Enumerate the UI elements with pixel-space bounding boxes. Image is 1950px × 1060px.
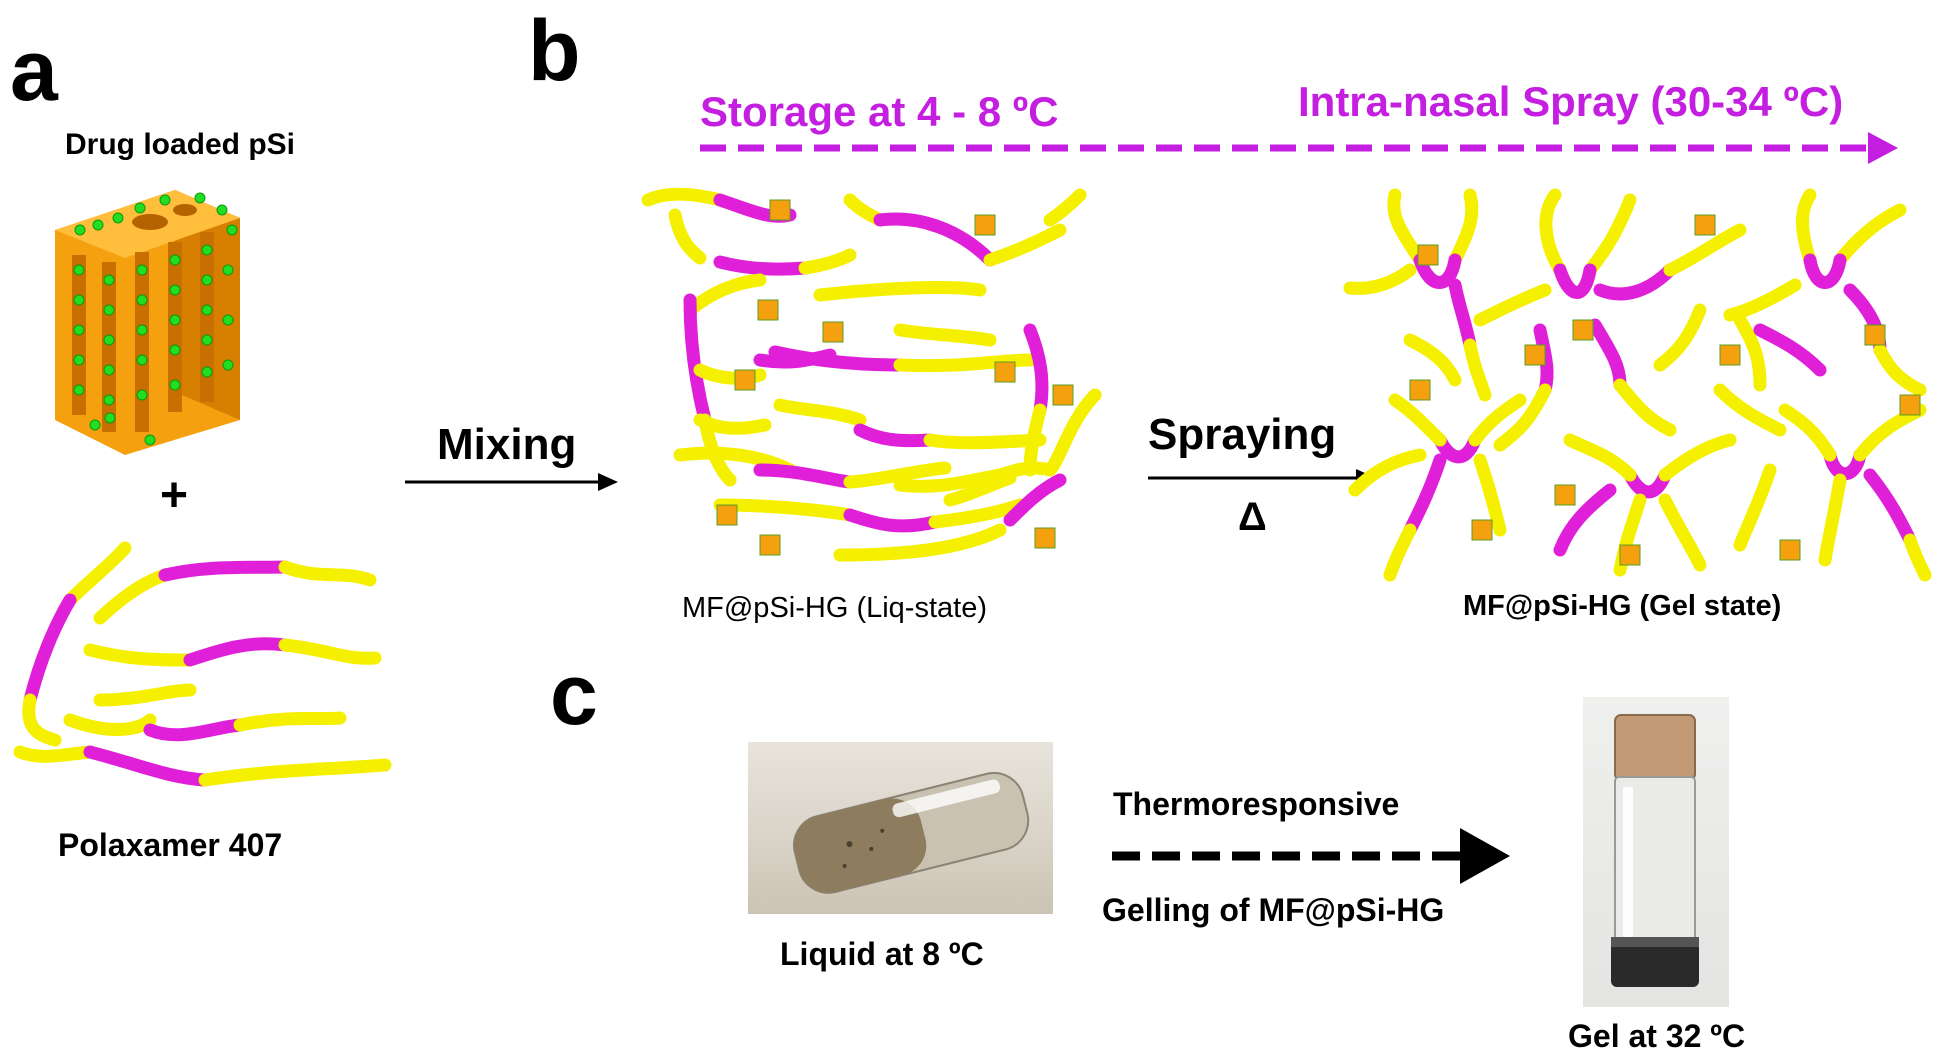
psi-particles bbox=[716, 199, 1074, 556]
drug-loaded-psi-label: Drug loaded pSi bbox=[65, 128, 296, 161]
gel-state-caption: MF@pSi-HG (Gel state) bbox=[1463, 590, 1782, 622]
intranasal-spray-label: Intra-nasal Spray (30-34 ºC) bbox=[1298, 78, 1844, 125]
spraying-label: Spraying bbox=[1148, 410, 1337, 459]
vial-icon bbox=[793, 771, 1030, 894]
porous-silicon-block bbox=[55, 190, 240, 455]
liquid-vial-photo bbox=[748, 742, 1053, 914]
panel-label-b: b bbox=[528, 3, 581, 99]
thermoresponsive-label: Thermoresponsive bbox=[1113, 786, 1400, 822]
liquid-state-caption: MF@pSi-HG (Liq-state) bbox=[682, 592, 987, 624]
micelle-network bbox=[1343, 188, 1932, 582]
storage-to-spray-arrow bbox=[700, 132, 1898, 164]
panel-label-c: c bbox=[550, 647, 598, 743]
mixing-label: Mixing bbox=[437, 420, 577, 469]
polymer-chains bbox=[641, 187, 1102, 562]
gelling-label: Gelling of MF@pSi-HG bbox=[1102, 892, 1445, 928]
gel-vial-photo bbox=[1583, 697, 1729, 1007]
storage-temperature-label: Storage at 4 - 8 ºC bbox=[700, 88, 1059, 135]
gel-vial-icon bbox=[1611, 714, 1699, 987]
polaxamer-label: Polaxamer 407 bbox=[58, 827, 283, 863]
plus-sign: + bbox=[160, 469, 189, 522]
thermoresponsive-arrow bbox=[1112, 828, 1510, 884]
spraying-arrow bbox=[1148, 469, 1376, 487]
panel-label-a: a bbox=[10, 23, 58, 119]
psi-particles-gel bbox=[1409, 214, 1921, 566]
gel-caption: Gel at 32 ºC bbox=[1568, 1018, 1746, 1054]
heat-delta-symbol: Δ bbox=[1238, 495, 1267, 539]
liquid-caption: Liquid at 8 ºC bbox=[780, 936, 984, 972]
drug-molecules bbox=[73, 192, 238, 446]
mixing-arrow bbox=[405, 473, 618, 491]
